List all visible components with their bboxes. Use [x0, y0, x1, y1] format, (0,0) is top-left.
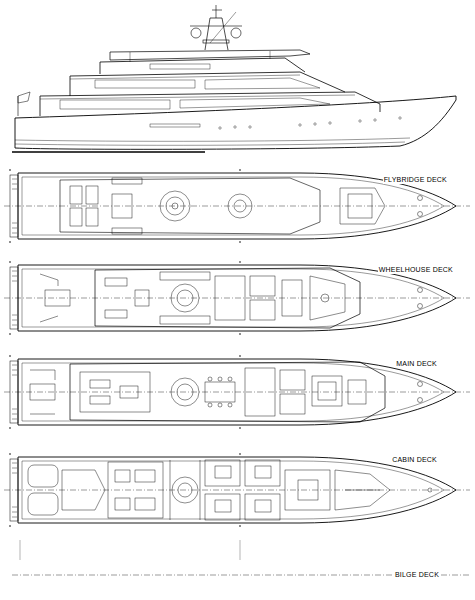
main-deck-plan	[4, 355, 470, 429]
cabin-deck-details	[12, 460, 470, 575]
wheelhouse-plan	[4, 261, 470, 335]
flybridge-details	[60, 178, 423, 234]
main-deck-details	[30, 362, 423, 422]
deck-label: BILGE DECK	[394, 571, 440, 579]
wheelhouse-details	[40, 268, 423, 328]
flybridge-plan	[4, 169, 470, 243]
deck-label: FLYBRIDGE DECK	[383, 176, 448, 184]
deck-label: WHEELHOUSE DECK	[378, 266, 454, 274]
profile-view	[12, 5, 456, 152]
cabin-deck-plan	[4, 453, 470, 527]
deck-label: MAIN DECK	[395, 360, 438, 368]
deck-label: CABIN DECK	[391, 456, 438, 464]
